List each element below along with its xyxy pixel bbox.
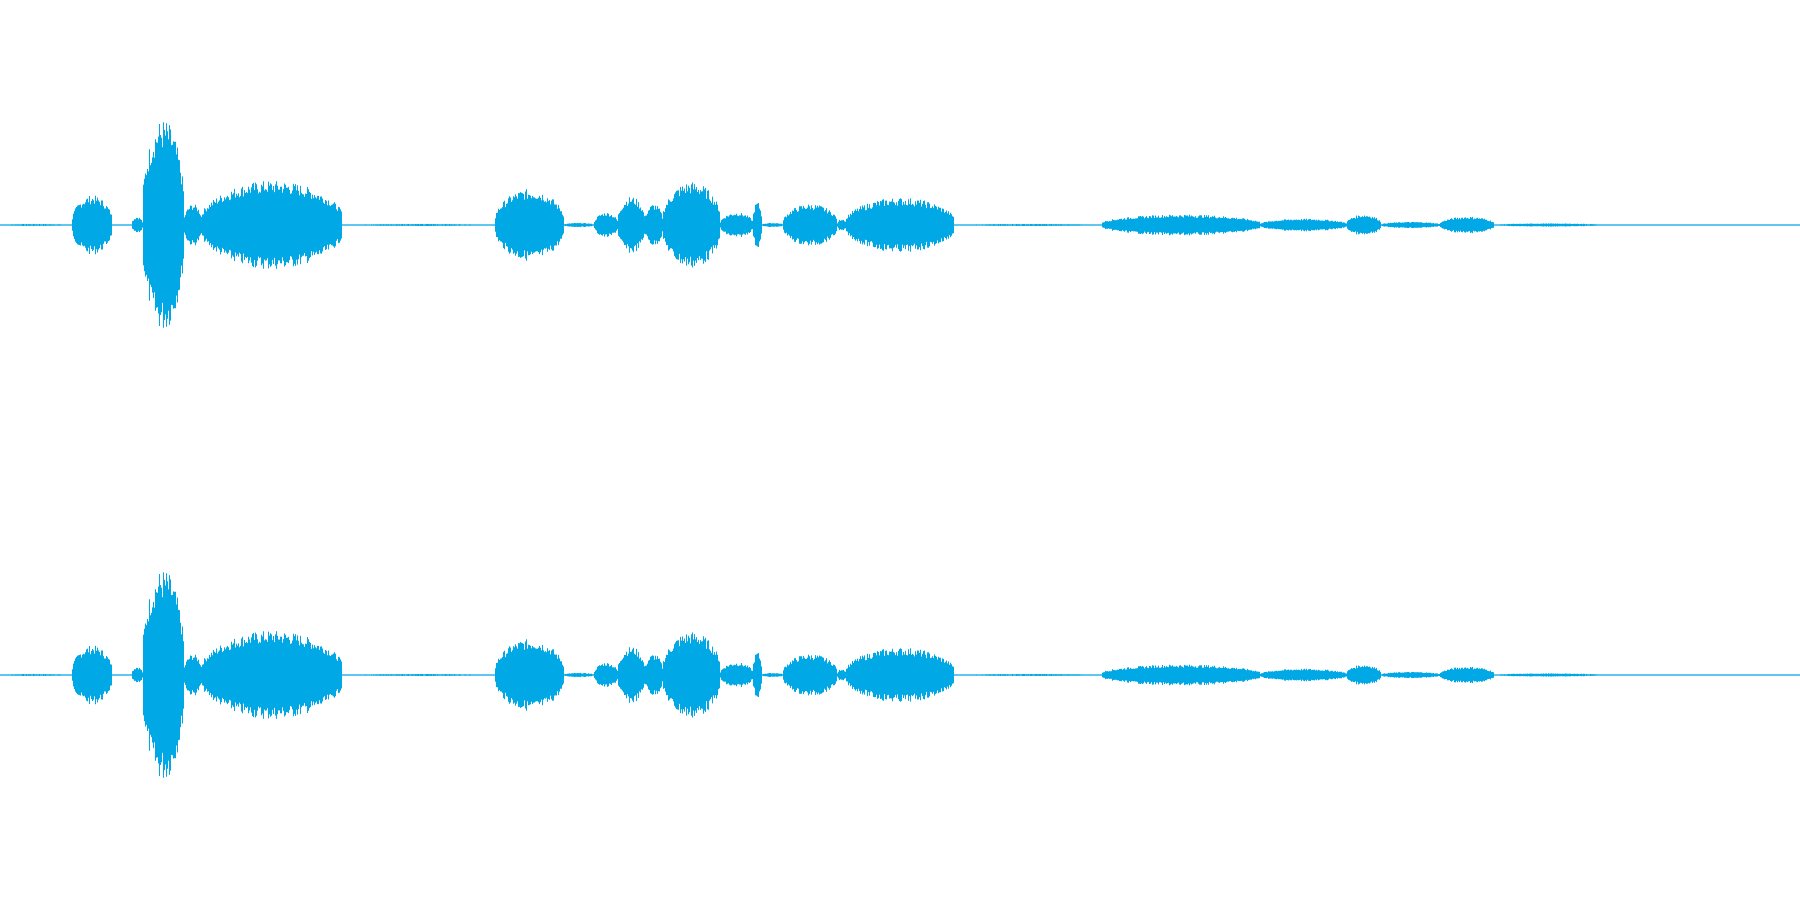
waveform-right-samples <box>0 572 1800 778</box>
waveform-left-svg <box>0 122 1800 328</box>
waveform-right-svg <box>0 572 1800 778</box>
waveform-left-samples <box>0 122 1800 328</box>
waveform-channel-left <box>0 122 1800 328</box>
waveform-channel-right <box>0 450 1800 900</box>
